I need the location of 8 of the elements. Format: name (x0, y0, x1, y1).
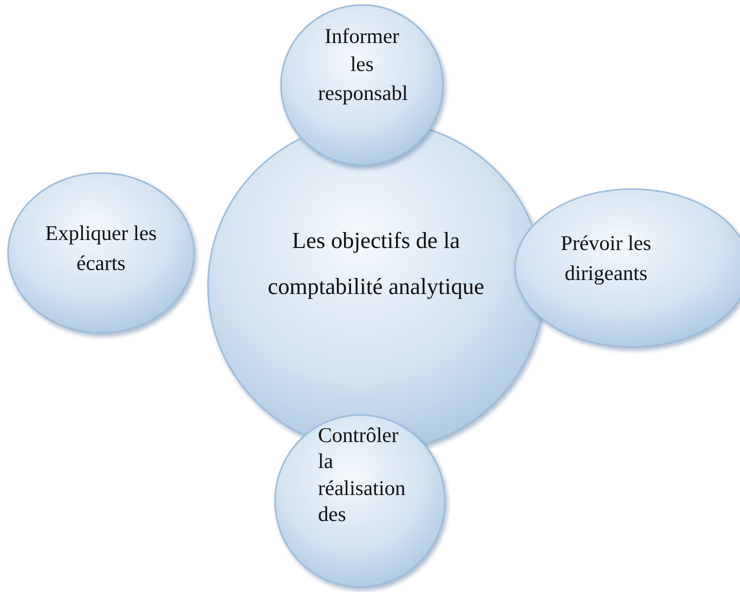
circle-label: Les objectifs de la comptabilité analytique (266, 227, 486, 301)
satellite-ellipse (278, 2, 446, 168)
circle-label: Prévoir les dirigeants (560, 230, 652, 288)
circle-label: Contrôler la réalisation des (318, 422, 406, 527)
satellite-ellipse (272, 412, 448, 590)
circle-label: Expliquer les écarts (45, 220, 157, 278)
circle-label: Informer les responsabl (318, 23, 406, 107)
satellite-ellipse (5, 170, 197, 336)
